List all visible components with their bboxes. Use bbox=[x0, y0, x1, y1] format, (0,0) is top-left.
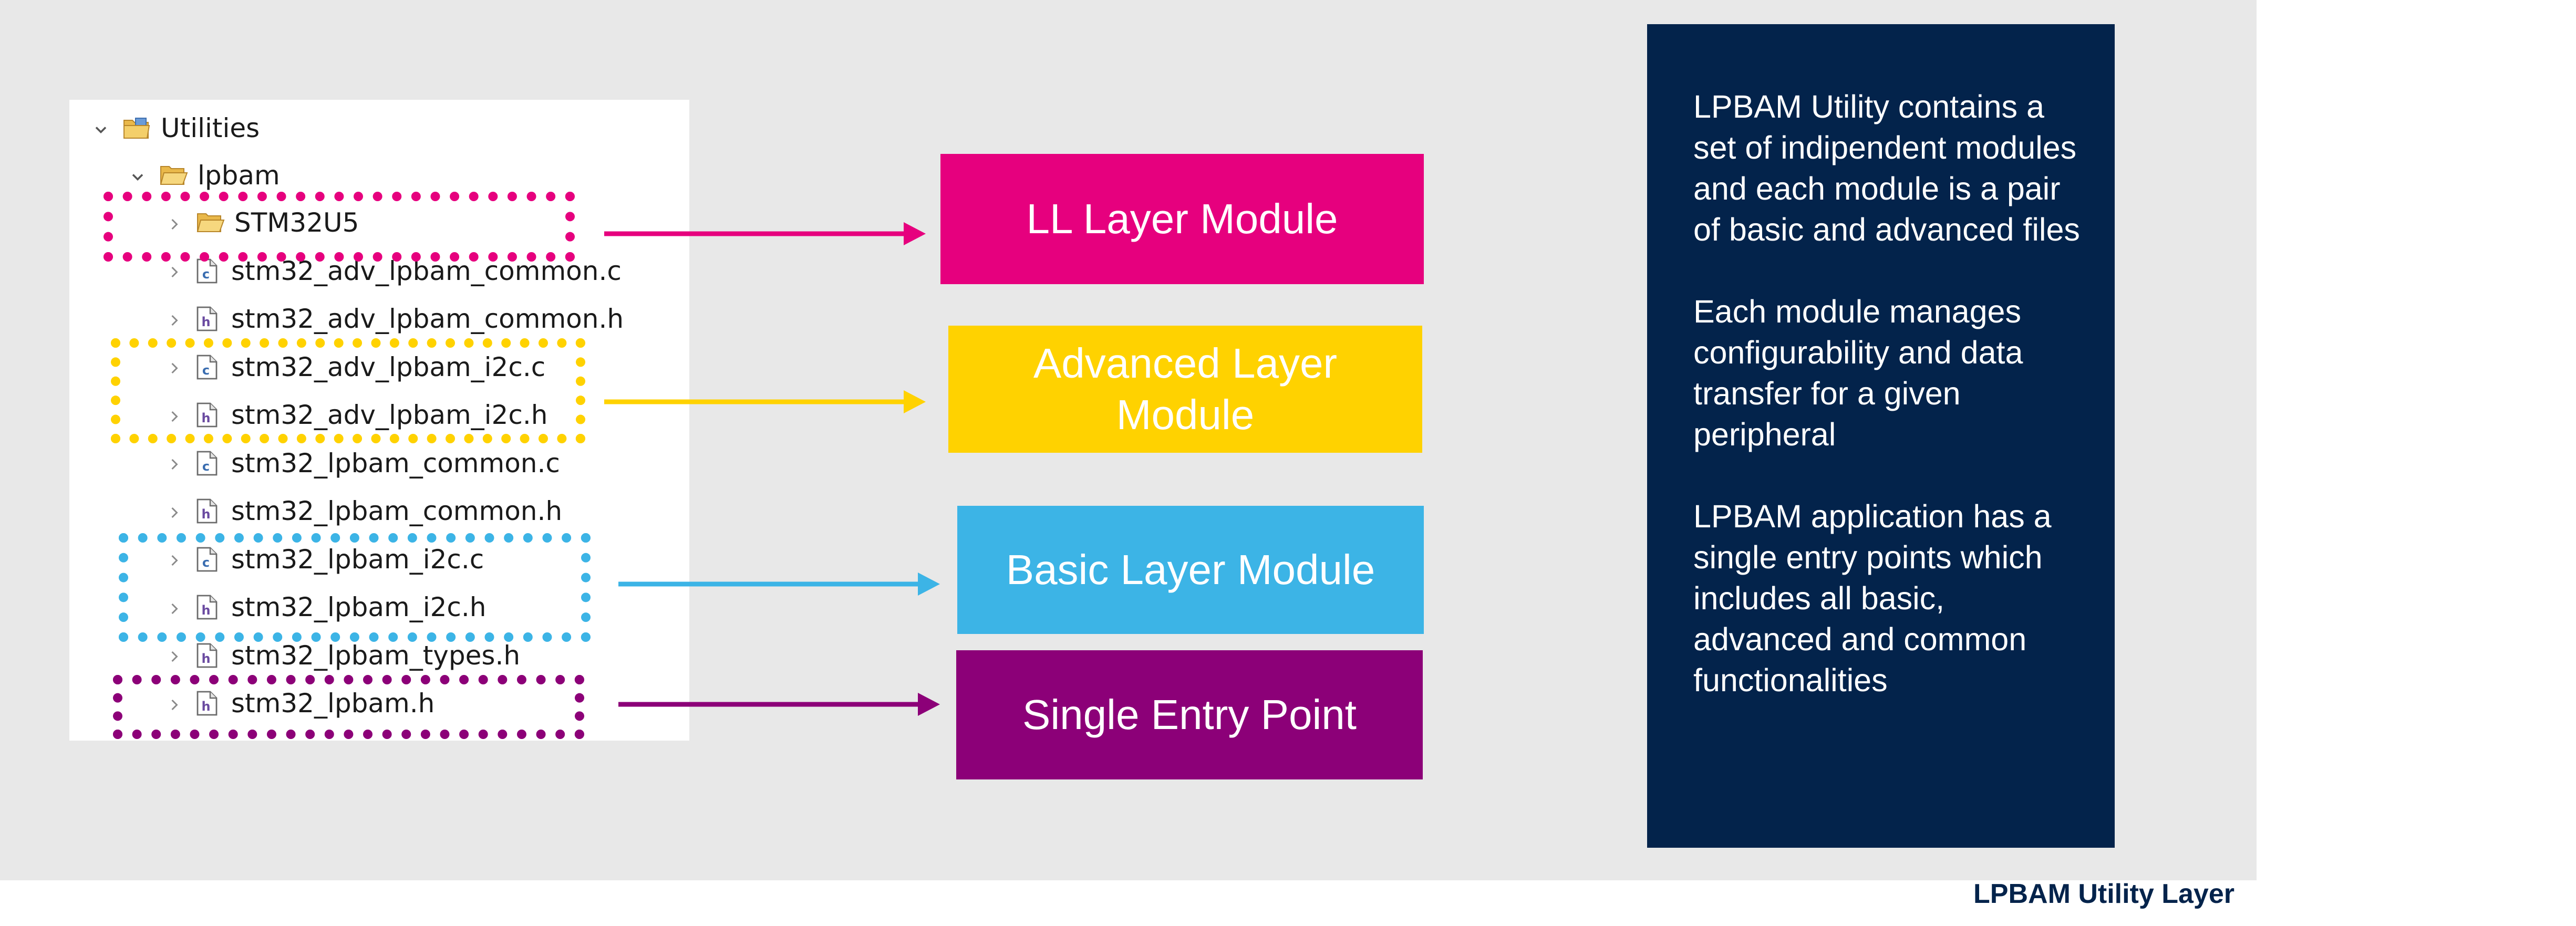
arrow-to-advanced-module bbox=[604, 390, 926, 413]
tree-node-file[interactable]: c stm32_lpbam_common.c bbox=[159, 440, 560, 487]
folder-icon bbox=[196, 211, 225, 235]
tree-node-label: stm32_lpbam_i2c.c bbox=[231, 544, 484, 575]
chevron-right-icon[interactable] bbox=[159, 546, 190, 573]
c-source-file-icon: c bbox=[196, 451, 218, 476]
chevron-right-icon[interactable] bbox=[159, 306, 190, 332]
tree-node-label: stm32_adv_lpbam_common.h bbox=[231, 304, 624, 334]
description-panel: LPBAM Utility contains a set of indipend… bbox=[1647, 24, 2115, 848]
svg-text:c: c bbox=[202, 555, 210, 570]
chevron-right-icon[interactable] bbox=[159, 353, 190, 380]
chevron-right-icon[interactable] bbox=[159, 402, 190, 429]
svg-text:c: c bbox=[202, 459, 210, 474]
project-explorer-panel: Utilities lpbam STM32U5 c stm32_adv_lpbam_… bbox=[69, 100, 689, 741]
chevron-down-icon[interactable] bbox=[85, 115, 117, 142]
tree-node-file[interactable]: c stm32_lpbam_i2c.c bbox=[159, 536, 484, 583]
chevron-right-icon[interactable] bbox=[159, 690, 190, 717]
c-source-file-icon: c bbox=[196, 258, 218, 284]
header-file-icon: h bbox=[196, 498, 218, 524]
tree-node-file[interactable]: h stm32_lpbam_common.h bbox=[159, 487, 562, 535]
tree-node-label: Utilities bbox=[161, 113, 260, 143]
arrow-to-basic-module bbox=[618, 573, 940, 596]
description-paragraph: Each module manages configurability and … bbox=[1693, 294, 2023, 452]
svg-text:c: c bbox=[202, 363, 210, 378]
slide-title: LPBAM Utility Layer bbox=[1973, 879, 2234, 909]
tree-node-file[interactable]: h stm32_lpbam.h bbox=[159, 680, 434, 727]
tree-node-label: stm32_adv_lpbam_i2c.h bbox=[231, 400, 548, 430]
arrow-to-ll-module bbox=[604, 222, 926, 245]
advanced-layer-module-box: Advanced Layer Module bbox=[948, 326, 1422, 453]
tree-node-label: stm32_lpbam_common.c bbox=[231, 448, 560, 478]
tree-node-lpbam[interactable]: lpbam bbox=[122, 152, 280, 199]
header-file-icon: h bbox=[196, 595, 218, 620]
chevron-right-icon[interactable] bbox=[159, 498, 190, 525]
arrow-to-entry-module bbox=[618, 693, 940, 716]
chevron-down-icon[interactable] bbox=[122, 162, 153, 189]
svg-text:h: h bbox=[201, 603, 210, 618]
svg-text:h: h bbox=[201, 315, 210, 329]
description-paragraph: LPBAM application has a single entry poi… bbox=[1693, 498, 2052, 698]
tree-node-label: stm32_lpbam_types.h bbox=[231, 640, 521, 671]
tree-node-label: stm32_lpbam_common.h bbox=[231, 496, 563, 526]
svg-text:c: c bbox=[202, 267, 210, 282]
header-file-icon: h bbox=[196, 402, 218, 428]
svg-text:h: h bbox=[201, 411, 210, 425]
description-paragraph: LPBAM Utility contains a set of indipend… bbox=[1693, 89, 2080, 247]
tree-node-label: stm32_lpbam.h bbox=[231, 688, 435, 719]
tree-node-label: stm32_adv_lpbam_common.c bbox=[231, 255, 622, 286]
chevron-right-icon[interactable] bbox=[159, 210, 190, 236]
chevron-right-icon[interactable] bbox=[159, 450, 190, 476]
project-folder-icon bbox=[123, 116, 151, 140]
c-source-file-icon: c bbox=[196, 355, 218, 380]
tree-node-utilities[interactable]: Utilities bbox=[85, 105, 260, 152]
tree-node-label: lpbam bbox=[198, 160, 280, 191]
tree-node-file[interactable]: h stm32_adv_lpbam_i2c.h bbox=[159, 391, 547, 439]
chevron-right-icon[interactable] bbox=[159, 642, 190, 669]
tree-node-file[interactable]: c stm32_adv_lpbam_i2c.c bbox=[159, 344, 545, 391]
chevron-right-icon[interactable] bbox=[159, 257, 190, 284]
basic-layer-module-box: Basic Layer Module bbox=[957, 506, 1424, 634]
tree-node-file[interactable]: h stm32_adv_lpbam_common.h bbox=[159, 295, 624, 342]
svg-text:h: h bbox=[201, 651, 210, 666]
tree-node-label: stm32_adv_lpbam_i2c.c bbox=[231, 351, 546, 382]
tree-node-label: stm32_lpbam_i2c.h bbox=[231, 592, 487, 622]
chevron-right-icon[interactable] bbox=[159, 594, 190, 621]
single-entry-point-box: Single Entry Point bbox=[956, 650, 1423, 779]
header-file-icon: h bbox=[196, 691, 218, 716]
svg-text:h: h bbox=[201, 699, 210, 714]
c-source-file-icon: c bbox=[196, 547, 218, 572]
ll-layer-module-box: LL Layer Module bbox=[940, 154, 1424, 284]
tree-node-label: STM32U5 bbox=[234, 207, 359, 238]
tree-node-file[interactable]: c stm32_adv_lpbam_common.c bbox=[159, 247, 622, 295]
tree-node-file[interactable]: h stm32_lpbam_i2c.h bbox=[159, 584, 486, 631]
tree-node-file[interactable]: h stm32_lpbam_types.h bbox=[159, 632, 520, 679]
tree-node-file[interactable]: STM32U5 bbox=[159, 199, 359, 246]
open-folder-icon bbox=[160, 163, 188, 188]
header-file-icon: h bbox=[196, 643, 218, 668]
header-file-icon: h bbox=[196, 306, 218, 331]
svg-text:h: h bbox=[201, 507, 210, 522]
